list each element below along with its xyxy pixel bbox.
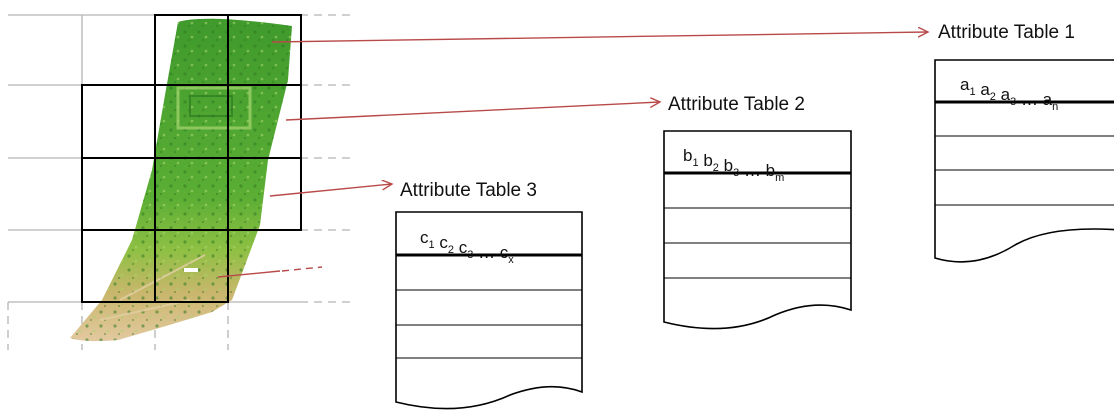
header-symbol: a	[976, 80, 991, 99]
table-3-header: c1 c2 c3 … cx	[420, 228, 514, 266]
header-subscript: 2	[448, 244, 454, 256]
header-symbol: … b	[739, 161, 775, 180]
header-symbol: a	[960, 75, 970, 94]
header-symbol: a	[996, 85, 1011, 104]
header-subscript: n	[1052, 101, 1058, 113]
header-symbol: c	[435, 233, 449, 252]
header-subscript: 2	[713, 162, 719, 174]
header-subscript: 2	[990, 91, 996, 103]
table-1-header: a1 a2 a3 … an	[960, 75, 1058, 113]
header-subscript: 1	[969, 86, 975, 98]
header-subscript: 1	[692, 157, 698, 169]
header-symbol: c	[454, 238, 468, 257]
table-3-title: Attribute Table 3	[400, 180, 537, 201]
arrow-partial	[217, 270, 281, 278]
header-subscript: 3	[467, 249, 473, 261]
table-2-header: b1 b2 b3 … bm	[683, 146, 784, 184]
header-symbol: … a	[1016, 90, 1052, 109]
link-arrows	[217, 32, 928, 278]
arrow-partial-dashed	[281, 266, 323, 272]
attribute-table-1: Attribute Table 1 a1 a2 a3 … an	[934, 22, 1114, 263]
bold-grid	[81, 14, 302, 303]
attribute-table-3: Attribute Table 3 c1 c2 c3 … cx	[395, 180, 583, 410]
arrow-to-table-3	[269, 184, 392, 197]
header-subscript: x	[508, 254, 514, 266]
header-symbol: c	[420, 228, 429, 247]
table-2-title: Attribute Table 2	[668, 94, 805, 115]
arrow-to-table-1	[271, 32, 928, 43]
header-symbol: … c	[473, 243, 508, 262]
header-subscript: 3	[733, 167, 739, 179]
terrain-strip	[70, 18, 292, 342]
table-1-title: Attribute Table 1	[938, 22, 1075, 43]
header-subscript: 1	[429, 239, 435, 251]
header-symbol: b	[719, 156, 733, 175]
header-symbol: b	[683, 146, 692, 165]
attribute-table-2: Attribute Table 2 b1 b2 b3 … bm	[663, 94, 852, 330]
header-subscript: m	[775, 172, 784, 184]
header-subscript: 3	[1010, 96, 1016, 108]
arrow-to-table-2	[285, 102, 660, 121]
header-symbol: b	[699, 151, 713, 170]
